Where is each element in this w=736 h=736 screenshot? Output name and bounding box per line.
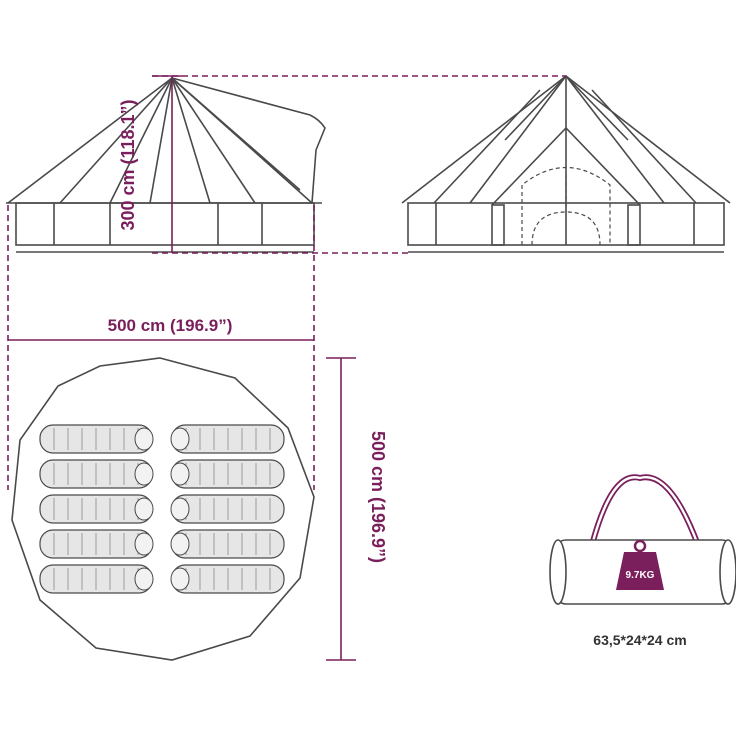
weight-icon: 9.7KG — [616, 539, 664, 590]
weight-label: 9.7KG — [626, 570, 655, 581]
depth-label: 500 cm (196.9”) — [368, 431, 388, 563]
sleeping-bag — [170, 564, 285, 594]
sleeping-bag — [170, 459, 285, 489]
height-label: 300 cm (118.1”) — [118, 99, 138, 230]
sleeping-bag — [39, 459, 154, 489]
sleeping-bags — [39, 424, 285, 594]
carry-bag: 9.7KG — [549, 474, 736, 605]
bag-size-label: 63,5*24*24 cm — [593, 632, 686, 648]
sleeping-bag — [170, 529, 285, 559]
sleeping-bag — [39, 564, 154, 594]
sleeping-bag — [170, 494, 285, 524]
tent-floor-plan — [11, 357, 315, 661]
front-door-outline — [521, 167, 611, 246]
sleeping-bag — [39, 529, 154, 559]
dimension-lines — [7, 75, 566, 661]
sleeping-bag — [170, 424, 285, 454]
width-label: 500 cm (196.9”) — [108, 316, 233, 335]
sleeping-bag — [39, 424, 154, 454]
tent-front-view — [401, 74, 731, 253]
sleeping-bag — [39, 494, 154, 524]
tent-side-view — [6, 76, 326, 253]
